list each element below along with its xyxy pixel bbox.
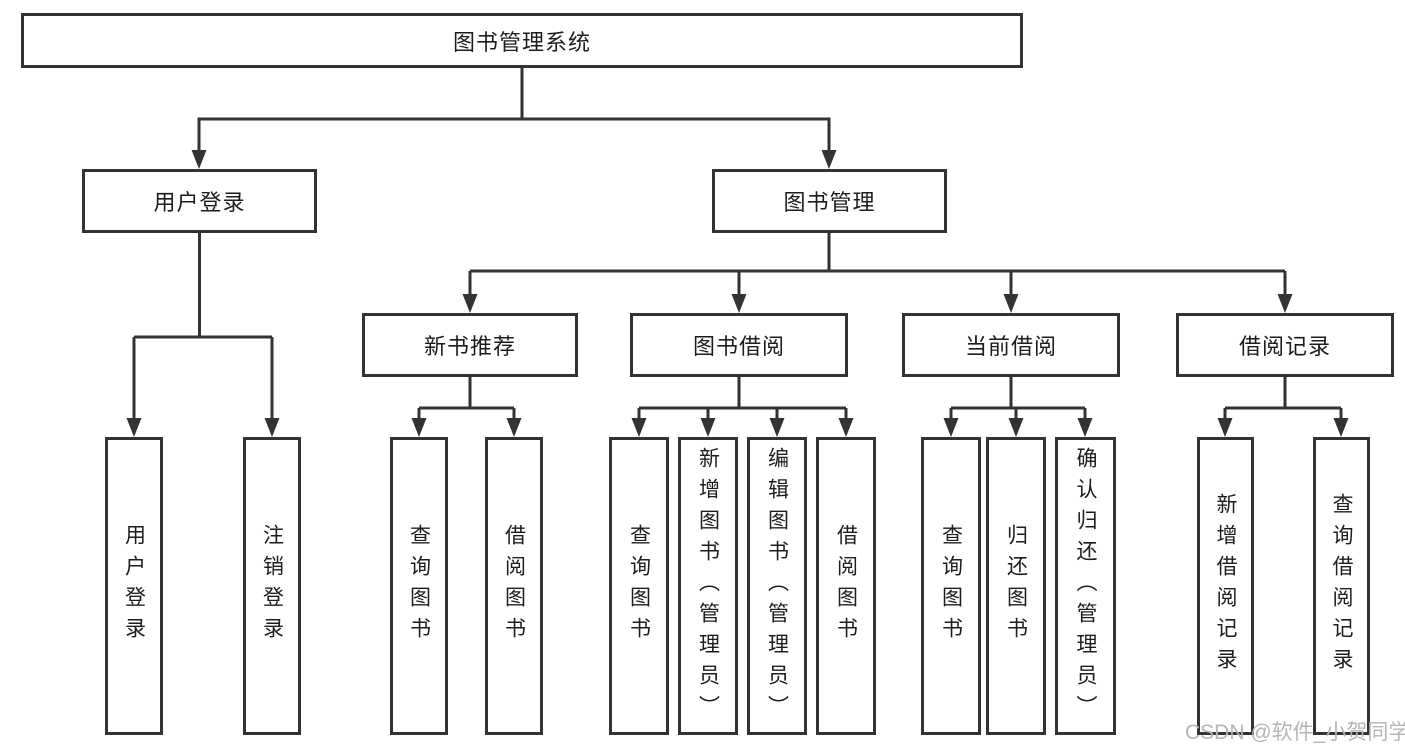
- node-label: 新增图书（管理员）: [696, 446, 720, 726]
- leaf-edit-books-admin: 编辑图书（管理员）: [747, 437, 807, 735]
- node-label: 注销登录: [260, 524, 284, 648]
- watermark: CSDN @软件_小贺同学: [1185, 721, 1405, 744]
- leaf-logout: 注销登录: [243, 437, 301, 735]
- leaf-borrow-books-recommend: 借阅图书: [485, 437, 543, 735]
- node-label: 图书借阅: [692, 334, 785, 359]
- node-borrow-record: 借阅记录: [1176, 313, 1394, 377]
- node-label: 用户登录: [122, 524, 146, 648]
- node-label: 编辑图书（管理员）: [765, 446, 789, 726]
- node-label: 确认归还（管理员）: [1074, 446, 1097, 726]
- leaf-user-login: 用户登录: [105, 437, 163, 735]
- node-label: 查询图书: [407, 524, 431, 648]
- node-book-management: 图书管理: [712, 169, 947, 233]
- node-label: 新增借阅记录: [1214, 493, 1237, 679]
- node-user-login: 用户登录: [82, 169, 317, 233]
- leaf-add-borrow-record: 新增借阅记录: [1197, 437, 1254, 735]
- node-label: 新书推荐: [423, 334, 516, 359]
- node-label: 归还图书: [1004, 524, 1028, 648]
- node-label: 查询借阅记录: [1330, 493, 1353, 679]
- node-label: 用户登录: [153, 190, 246, 215]
- node-label: 当前借阅: [964, 334, 1057, 359]
- node-book-borrow: 图书借阅: [630, 313, 848, 377]
- leaf-query-books: 查询图书: [609, 437, 669, 735]
- node-label: 借阅图书: [834, 524, 858, 648]
- leaf-query-books-current: 查询图书: [921, 437, 981, 735]
- leaf-add-books-admin: 新增图书（管理员）: [678, 437, 738, 735]
- leaf-query-borrow-record: 查询借阅记录: [1313, 437, 1370, 735]
- node-library-management-system: 图书管理系统: [21, 13, 1023, 68]
- node-new-book-recommend: 新书推荐: [362, 313, 578, 377]
- node-label: 借阅图书: [502, 524, 526, 648]
- node-label: 图书管理系统: [452, 29, 591, 55]
- node-label: 查询图书: [627, 524, 651, 648]
- node-current-borrow: 当前借阅: [902, 313, 1120, 377]
- leaf-query-books-recommend: 查询图书: [390, 437, 448, 735]
- node-label: 借阅记录: [1238, 334, 1331, 359]
- node-label: 查询图书: [939, 524, 963, 648]
- leaf-confirm-return-admin: 确认归还（管理员）: [1055, 437, 1116, 735]
- node-label: 图书管理: [783, 190, 876, 215]
- leaf-return-books: 归还图书: [986, 437, 1046, 735]
- leaf-borrow-books: 借阅图书: [816, 437, 876, 735]
